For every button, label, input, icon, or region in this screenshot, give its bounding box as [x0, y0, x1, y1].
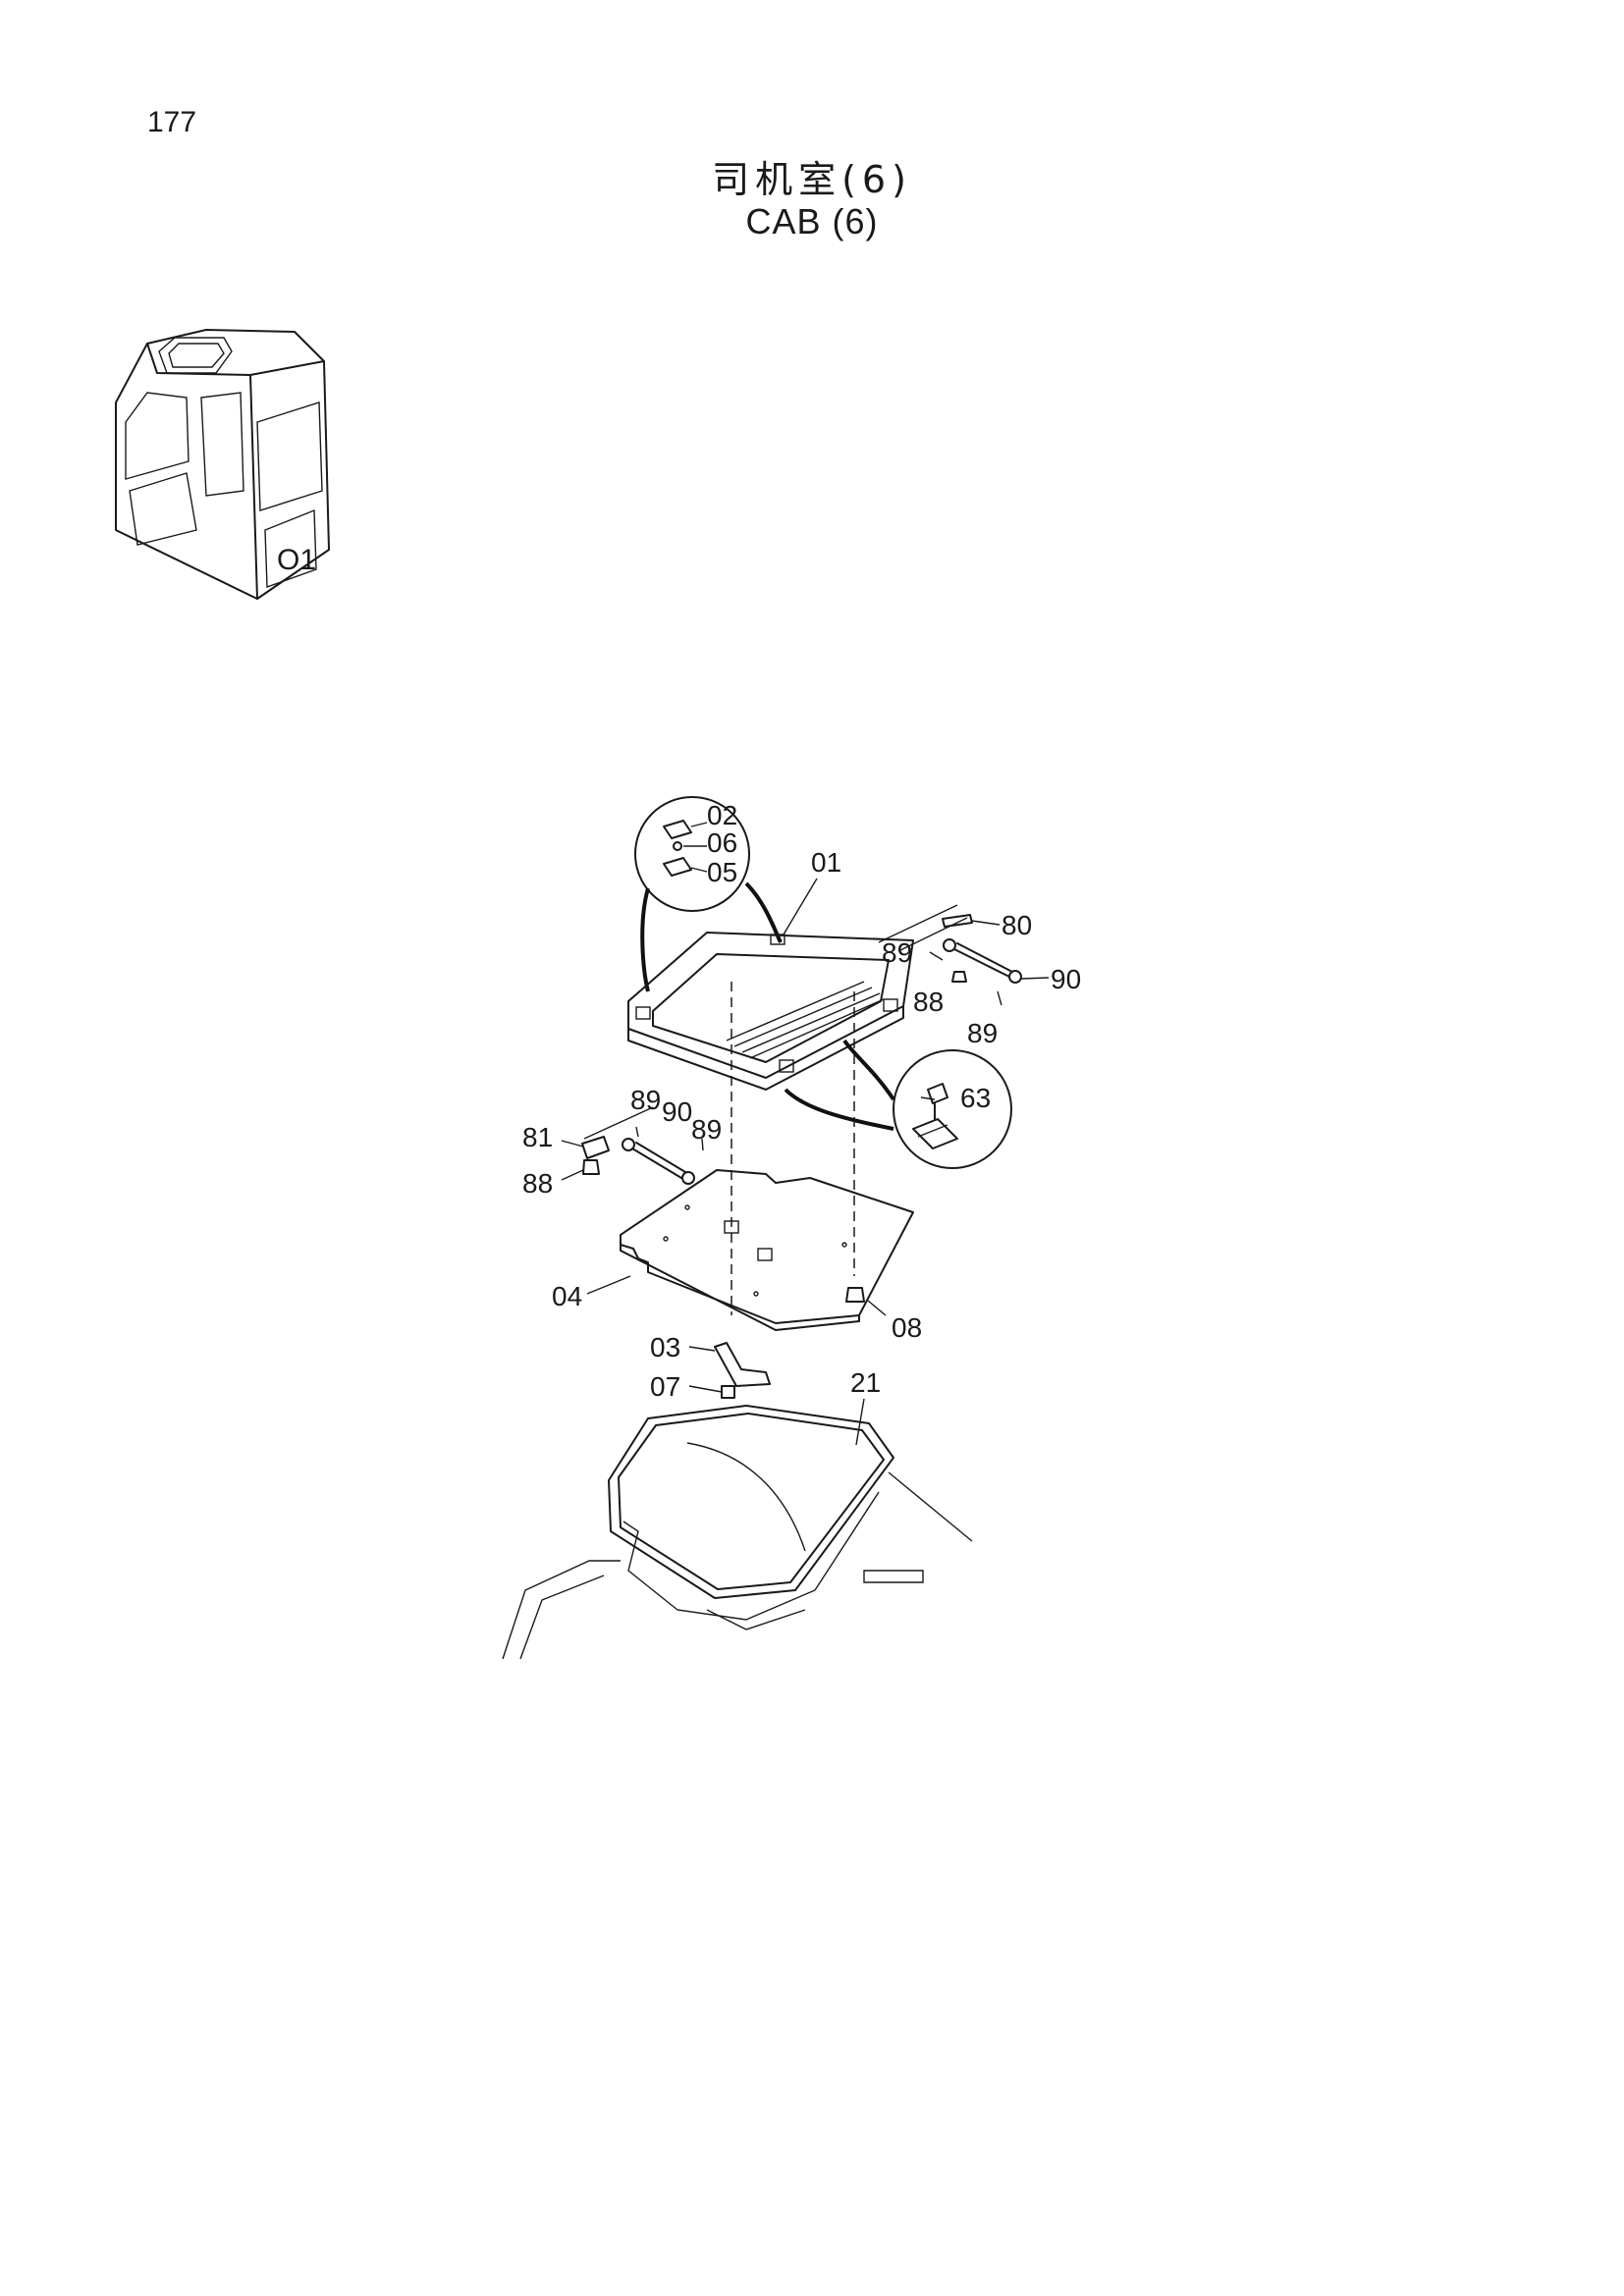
- part-label-88-left: 88: [522, 1168, 553, 1199]
- part-label-63: 63: [960, 1083, 991, 1113]
- page-number: 177: [147, 106, 197, 138]
- part-label-89-left-upper: 89: [630, 1085, 661, 1115]
- right-gas-strut-assembly: [878, 904, 1022, 1006]
- part-label-06: 06: [707, 828, 737, 858]
- part-label-04: 04: [552, 1281, 582, 1311]
- part-label-21: 21: [850, 1367, 881, 1398]
- part-label-89-right-lower: 89: [967, 1018, 998, 1048]
- part-label-03: 03: [650, 1332, 680, 1362]
- part-label-81: 81: [522, 1122, 553, 1152]
- svg-text:O1: O1: [277, 544, 316, 576]
- title-chinese: 司机室(6): [712, 158, 912, 201]
- part-label-89-right-upper: 89: [882, 937, 912, 968]
- part-label-80: 80: [1001, 910, 1032, 940]
- detail-circle-striker: [784, 1039, 1012, 1169]
- left-gas-strut-assembly: [581, 1106, 704, 1185]
- weather-seal-and-roof: [502, 1405, 973, 1660]
- part-label-07: 07: [650, 1371, 680, 1402]
- part-label-02: 02: [707, 800, 737, 830]
- roof-hatch-frame: [627, 932, 914, 1091]
- part-label-88-right: 88: [913, 987, 944, 1017]
- handle-and-screw: [714, 1342, 771, 1399]
- bolt-08-shape: [845, 1287, 865, 1303]
- part-label-89-left-lower: 89: [691, 1114, 722, 1145]
- part-label-05: 05: [707, 857, 737, 887]
- cab-overview-illustration: O1: [115, 329, 330, 600]
- part-label-01: 01: [811, 847, 841, 878]
- inner-trim-panel: [620, 1169, 914, 1331]
- part-label-90-right: 90: [1051, 964, 1081, 994]
- part-label-08: 08: [892, 1312, 922, 1343]
- part-label-group: 02 06 05 01 80 89 88 90 89 63 89 90 89 8…: [522, 800, 1081, 1402]
- part-label-90-left: 90: [662, 1096, 692, 1127]
- leader-lines: [561, 878, 1050, 1446]
- title-english: CAB (6): [745, 201, 879, 241]
